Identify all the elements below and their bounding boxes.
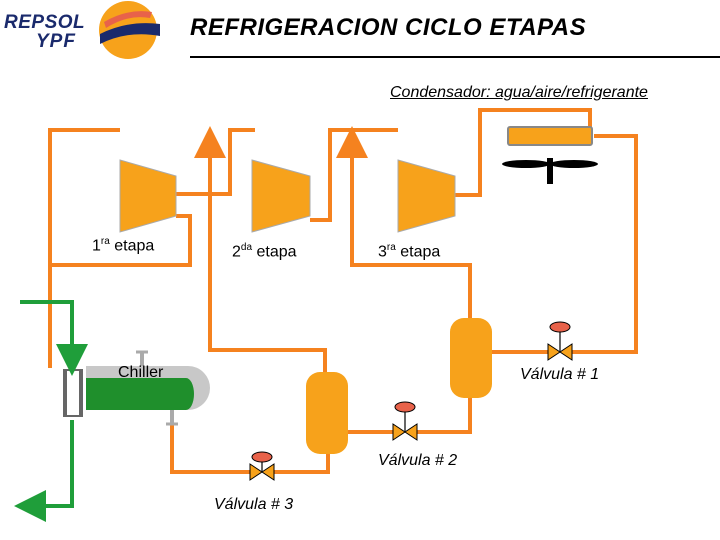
pipe-stage1-loop	[48, 128, 192, 368]
refrigerant-piping	[48, 108, 638, 474]
logo-text-repsol: REPSOL	[4, 12, 86, 33]
valve2-label: Válvula # 2	[378, 452, 458, 469]
compressor-stage3	[397, 159, 456, 233]
chiller	[63, 350, 210, 426]
pipe-stage3-suction	[350, 132, 472, 322]
pipe-stage1-to-stage2	[176, 128, 255, 196]
valve-3	[249, 451, 275, 481]
title-underline	[190, 56, 720, 58]
valve-1	[547, 321, 573, 361]
valve-2	[392, 401, 418, 441]
stage3-number: 3	[378, 243, 387, 261]
stage1-number: 1	[92, 237, 101, 255]
logo-text-ypf: YPF	[36, 31, 76, 52]
stage2-suffix: da	[240, 242, 253, 253]
valve3-label: Válvula # 3	[214, 496, 294, 513]
pipe-condenser-return	[570, 134, 638, 354]
stage1-label: 1ra etapa	[92, 236, 154, 255]
valve1-label: Válvula # 1	[520, 366, 600, 383]
pipe-smalltank-to-valve3	[272, 452, 330, 474]
compressor-stage1	[119, 159, 177, 233]
stage3-label: 3ra etapa	[378, 242, 440, 261]
stage3-word: etapa	[395, 243, 441, 261]
pipe-valve3-to-chiller	[170, 422, 252, 474]
pipe-tank-to-valve2	[415, 395, 472, 434]
pipe-stage2-suction	[208, 132, 327, 380]
tank-small	[306, 372, 348, 454]
stage2-number: 2	[232, 243, 241, 261]
stage2-label: 2da etapa	[232, 242, 297, 261]
stage3-suffix: ra	[386, 242, 396, 253]
stage1-suffix: ra	[100, 236, 110, 247]
stage1-word: etapa	[109, 237, 155, 255]
page-title: REFRIGERACION CICLO ETAPAS	[190, 14, 587, 41]
pipe-stage3-discharge	[455, 108, 592, 197]
flow-arrows	[194, 126, 368, 160]
compressor-stage2	[251, 159, 311, 233]
condenser	[502, 126, 598, 184]
chiller-label: Chiller	[118, 364, 164, 381]
condenser-label: Condensador: agua/aire/refrigerante	[390, 84, 648, 101]
process-line	[14, 300, 88, 522]
stage2-word: etapa	[252, 243, 297, 261]
tank-large	[450, 318, 492, 398]
